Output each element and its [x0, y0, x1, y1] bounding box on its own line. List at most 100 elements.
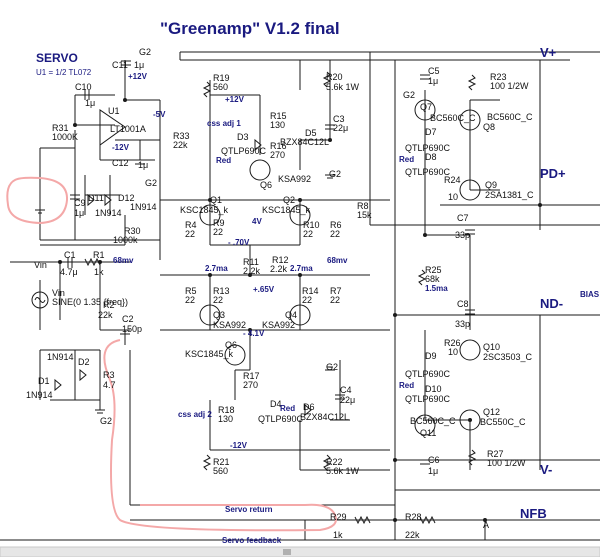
r27-label: R27 [487, 449, 504, 459]
c7-value: 33p [455, 230, 470, 240]
c9-symbol [70, 194, 80, 200]
css-adj1-label: css adj 1 [207, 119, 241, 128]
r17-label: R17 [243, 371, 260, 381]
c11-value: 1μ [134, 60, 144, 70]
net-ma15: 1.5ma [425, 284, 448, 293]
c2-symbol [120, 329, 130, 335]
q4-symbol [289, 304, 311, 326]
c8-symbol [465, 309, 475, 315]
d7-label: D7 [425, 127, 437, 137]
r23-symbol [467, 74, 477, 91]
d12-label: D12 [118, 193, 135, 203]
q4-value: KSA992 [262, 320, 295, 330]
net-m12v-servo: -12V [112, 143, 130, 152]
d6-label: D6 [303, 402, 315, 412]
c11-label: C11 [112, 60, 128, 70]
r21-value: 560 [213, 466, 228, 476]
c5-value: 1μ [428, 76, 438, 86]
ground-servo-symbol [35, 209, 45, 214]
d11-symbol [87, 193, 95, 207]
r2-value: 22k [98, 310, 113, 320]
rail-nfb: NFB [520, 506, 547, 521]
net-m12v-bottom: -12V [230, 441, 248, 450]
r27-symbol [467, 449, 477, 466]
c1-symbol [67, 258, 73, 268]
bias-label: BIAS [580, 290, 600, 299]
c1-value: 4.7μ [60, 267, 78, 277]
d4-symbol [304, 403, 312, 417]
d3-symbol [254, 138, 262, 152]
q11-symbol [414, 414, 436, 436]
d4-color: Red [280, 404, 295, 413]
r13-label: R13 [213, 286, 230, 296]
r3-label: R3 [103, 370, 115, 380]
g2-q7-label: G2 [403, 90, 415, 100]
r22-value: 5.6k 1W [326, 466, 360, 476]
r12-value: 2.2k [270, 264, 288, 274]
r7-label: R7 [330, 286, 342, 296]
g2-in-label: G2 [100, 416, 112, 426]
servo-label: SERVO [36, 51, 78, 65]
r30-label: R30 [124, 226, 141, 236]
net-vm41: - 4.1V [243, 329, 265, 338]
q7-label: Q7 [420, 102, 432, 112]
c2-label: C2 [122, 314, 134, 324]
c12-symbol [135, 159, 145, 165]
u1-value: LT1001A [110, 124, 146, 134]
scrollbar-thumb[interactable] [283, 549, 291, 555]
c11-symbol [121, 60, 131, 66]
r4-label: R4 [185, 220, 197, 230]
d12-value: 1N914 [130, 202, 157, 212]
r15-label: R15 [270, 111, 287, 121]
q2-label: Q2 [283, 195, 295, 205]
q12-symbol [459, 409, 481, 431]
r23-label: R23 [490, 72, 507, 82]
q9-value: 2SA1381_C [485, 190, 534, 200]
r31-value: 1000K [52, 132, 78, 142]
c5-symbol [420, 74, 430, 80]
q12-value: BC550C_C [480, 417, 526, 427]
c10-label: C10 [75, 82, 92, 92]
r19-symbol [202, 81, 212, 98]
r12-label: R12 [272, 255, 289, 265]
ground-highlight-annotation [6, 176, 69, 225]
q10-label: Q10 [483, 342, 500, 352]
net-v0: - .70V [228, 238, 250, 247]
rail-vplus: V+ [540, 45, 557, 60]
r30-value: 1000k [113, 235, 138, 245]
q6b-value: KSC1845_k [185, 349, 234, 359]
horizontal-scrollbar[interactable] [0, 546, 600, 557]
d10-color: Red [399, 381, 414, 390]
r26-value: 10 [448, 347, 458, 357]
d7-value: QTLP690C [405, 143, 451, 153]
d4-label: D4 [270, 399, 282, 409]
r1-symbol [84, 257, 101, 267]
r24-value: 10 [448, 192, 458, 202]
d8-value: QTLP690C [405, 167, 451, 177]
d2-value: 1N914 [47, 352, 74, 362]
r16-value: 270 [270, 150, 285, 160]
c12-label: C12 [112, 158, 129, 168]
r2-label: R2 [103, 300, 115, 310]
r19-label: R19 [213, 73, 230, 83]
q7-value: BC560C_C [430, 113, 476, 123]
vin-source-label: Vin [52, 288, 65, 298]
r14-label: R14 [302, 286, 319, 296]
net-p12v-mid: +12V [225, 95, 245, 104]
junction-dots [58, 98, 542, 522]
net-i27b: 2.7ma [290, 264, 313, 273]
q8-label: Q8 [483, 122, 495, 132]
c9-value: 1μ [74, 208, 84, 218]
r18-label: R18 [218, 405, 235, 415]
d1-value: 1N914 [26, 390, 53, 400]
d3-label: D3 [237, 132, 249, 142]
r20-symbol [322, 71, 332, 88]
net-vin: Vin [34, 260, 47, 270]
r18-value: 130 [218, 414, 233, 424]
r26-label: R26 [444, 338, 461, 348]
vin-source-symbol [31, 291, 49, 309]
q6top-symbol [249, 159, 271, 181]
c4-value: 22μ [340, 395, 355, 405]
net-servo-return: Servo return [225, 505, 273, 514]
